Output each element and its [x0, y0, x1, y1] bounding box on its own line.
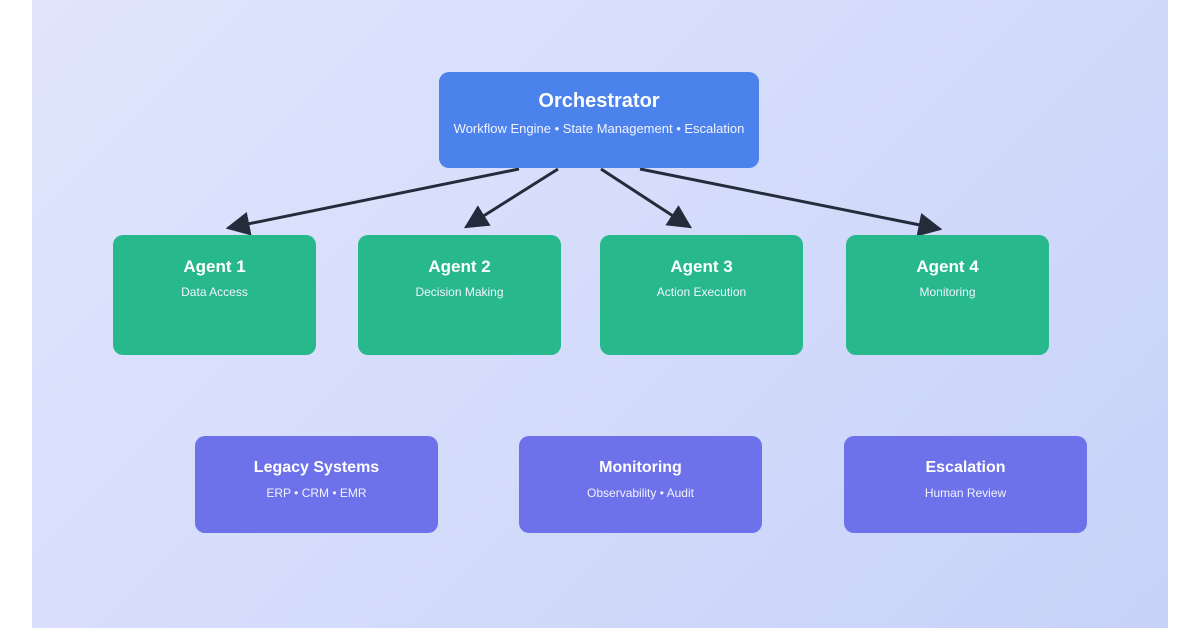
- diagram-canvas: Orchestrator Workflow Engine • State Man…: [32, 0, 1168, 628]
- legacy-systems-subtitle: ERP • CRM • EMR: [266, 486, 367, 500]
- agent-3-node: Agent 3 Action Execution: [600, 235, 803, 355]
- agent-2-node: Agent 2 Decision Making: [358, 235, 561, 355]
- agent-1-subtitle: Data Access: [181, 285, 248, 299]
- agent-3-subtitle: Action Execution: [656, 285, 747, 299]
- legacy-systems-title: Legacy Systems: [253, 459, 380, 476]
- orchestrator-node: Orchestrator Workflow Engine • State Man…: [439, 72, 759, 168]
- agent-3-title: Agent 3: [670, 257, 733, 276]
- monitoring-subtitle: Observability • Audit: [587, 486, 694, 500]
- agent-1-title: Agent 1: [183, 257, 246, 276]
- agent-2-subtitle: Decision Making: [415, 285, 504, 299]
- orchestrator-title: Orchestrator: [538, 90, 660, 112]
- arrow-orchestrator-to-agent-4: [639, 167, 943, 237]
- agent-2-title: Agent 2: [428, 257, 491, 276]
- escalation-subtitle: Human Review: [924, 486, 1007, 500]
- escalation-node: Escalation Human Review: [844, 436, 1087, 533]
- agent-4-title: Agent 4: [916, 257, 979, 276]
- arrow-orchestrator-to-agent-2: [463, 167, 559, 229]
- orchestrator-subtitle: Workflow Engine • State Management • Esc…: [453, 121, 745, 136]
- monitoring-node: Monitoring Observability • Audit: [519, 436, 762, 533]
- agent-4-subtitle: Monitoring: [919, 285, 976, 299]
- arrow-orchestrator-to-agent-1: [225, 167, 520, 236]
- agent-1-node: Agent 1 Data Access: [113, 235, 316, 355]
- agent-4-node: Agent 4 Monitoring: [846, 235, 1049, 355]
- monitoring-title: Monitoring: [599, 459, 682, 476]
- escalation-title: Escalation: [925, 459, 1006, 476]
- legacy-systems-node: Legacy Systems ERP • CRM • EMR: [195, 436, 438, 533]
- arrow-orchestrator-to-agent-3: [600, 167, 693, 229]
